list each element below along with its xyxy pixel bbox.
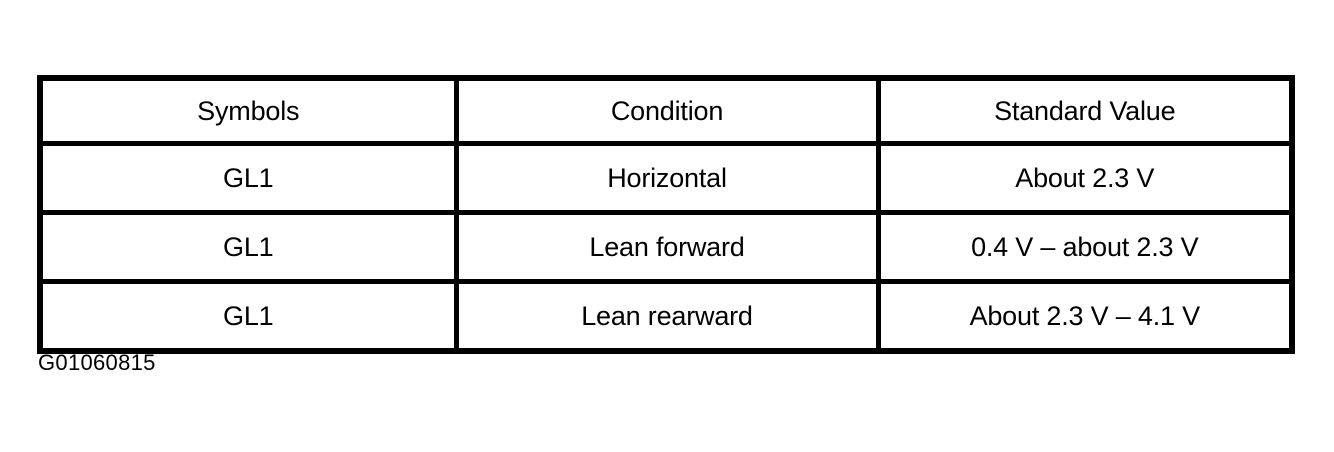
- cell-symbols: GL1: [40, 212, 459, 284]
- cell-standard-value-value: About 2.3 V: [1015, 162, 1155, 193]
- cell-condition: Horizontal: [456, 143, 881, 215]
- cell-condition-value: Lean forward: [589, 231, 745, 262]
- column-header-condition: Condition: [456, 78, 881, 146]
- table-header-row: Symbols Condition Standard Value: [40, 78, 1292, 146]
- column-header-standard-value-label: Standard Value: [994, 95, 1176, 126]
- column-header-symbols-label: Symbols: [197, 95, 300, 126]
- table-row: GL1 Horizontal About 2.3 V: [40, 143, 1292, 215]
- cell-standard-value: 0.4 V – about 2.3 V: [878, 212, 1292, 284]
- cell-standard-value-value: 0.4 V – about 2.3 V: [971, 231, 1199, 262]
- column-header-condition-label: Condition: [610, 95, 724, 126]
- cell-standard-value: About 2.3 V – 4.1 V: [878, 282, 1292, 352]
- cell-standard-value: About 2.3 V: [878, 143, 1292, 215]
- table-row: GL1 Lean rearward About 2.3 V – 4.1 V: [40, 281, 1292, 352]
- table-row: GL1 Lean forward 0.4 V – about 2.3 V: [40, 212, 1292, 284]
- column-header-standard-value: Standard Value: [878, 78, 1292, 146]
- cell-symbols: GL1: [40, 143, 459, 215]
- cell-condition: Lean rearward: [456, 281, 881, 351]
- cell-condition-value: Horizontal: [607, 162, 727, 193]
- figure-caption: G01060815: [38, 350, 156, 375]
- column-header-symbols: Symbols: [40, 78, 459, 146]
- cell-symbols-value: GL1: [223, 231, 274, 262]
- cell-symbols: GL1: [40, 281, 459, 351]
- cell-standard-value-value: About 2.3 V – 4.1 V: [969, 300, 1201, 331]
- cell-condition: Lean forward: [456, 212, 881, 284]
- cell-symbols-value: GL1: [223, 162, 274, 193]
- cell-condition-value: Lean rearward: [581, 300, 753, 331]
- cell-symbols-value: GL1: [223, 300, 274, 331]
- standard-value-table: Symbols Condition Standard Value GL1 Hor…: [37, 75, 1295, 354]
